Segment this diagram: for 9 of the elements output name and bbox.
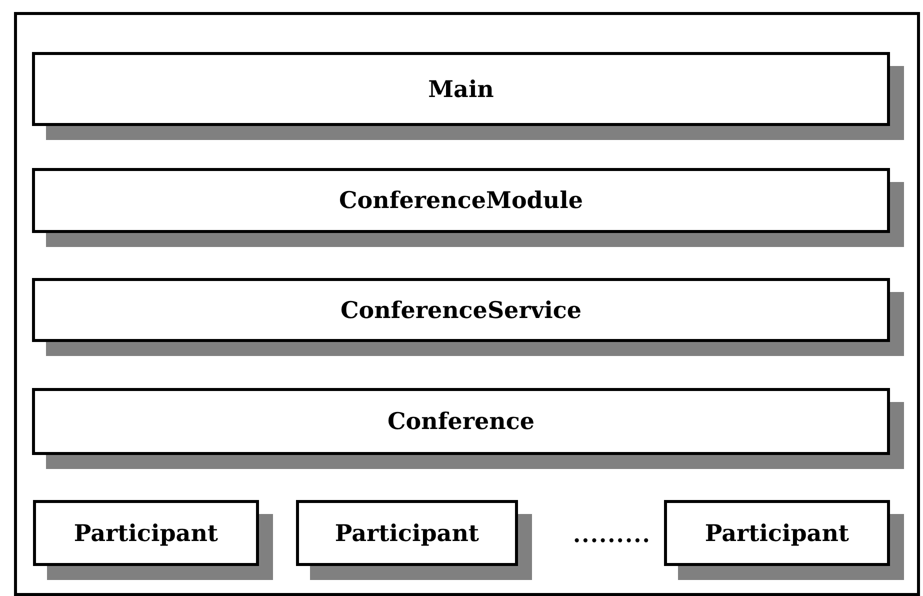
outer-frame <box>14 12 920 596</box>
layer-name: ConferenceModule <box>339 187 583 214</box>
layer-name: Main <box>428 76 494 102</box>
layer-name: Participant <box>74 520 218 546</box>
layer-name: Participant <box>704 520 850 546</box>
layer-name: Participant <box>334 520 480 546</box>
ellipsis-text: ......... <box>573 522 651 548</box>
layer-name: Conference <box>387 408 534 435</box>
layer-name: ConferenceService <box>340 296 582 324</box>
